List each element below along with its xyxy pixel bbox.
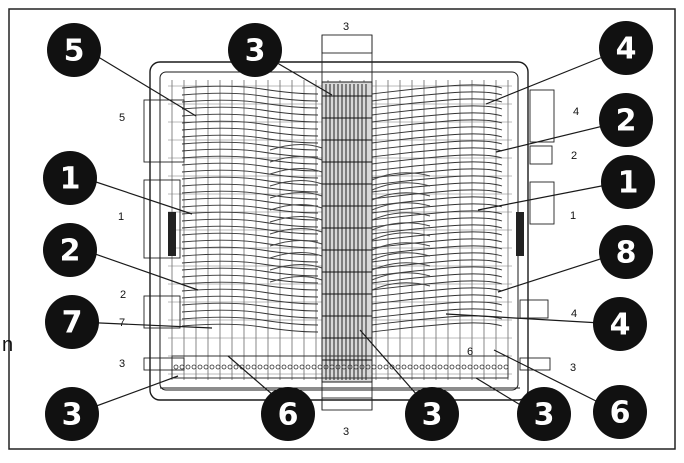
small-label-1: 3	[343, 21, 349, 33]
small-label-8: 7	[119, 317, 125, 329]
left-side-slot	[168, 212, 176, 256]
callout-11: 3	[45, 387, 99, 441]
svg-text:1: 1	[60, 162, 81, 197]
small-labels: 3 5 4 2 1 1 2 7 4 3 3 6 3	[118, 21, 579, 438]
group-brackets	[143, 34, 555, 411]
callout-10: 4	[593, 297, 647, 351]
callout-14: 3	[517, 387, 571, 441]
callout-9: 7	[45, 295, 99, 349]
small-label-3: 4	[573, 106, 579, 118]
leader-line-10	[445, 313, 619, 325]
cutlery-fan-right	[371, 172, 431, 291]
svg-text:1: 1	[618, 166, 639, 201]
svg-text:5: 5	[64, 34, 85, 69]
callout-3: 4	[599, 21, 653, 75]
cutlery-fan-left	[269, 144, 323, 283]
leader-line-3	[485, 49, 621, 105]
svg-text:3: 3	[534, 398, 555, 433]
rack-centre-column	[321, 81, 373, 383]
callout-1: 5	[47, 23, 101, 77]
small-label-12: 6	[467, 346, 473, 358]
rack-outer-frame	[149, 61, 529, 401]
leader-line-7	[77, 247, 199, 291]
leader-line-9	[77, 321, 213, 329]
small-label-9: 4	[571, 308, 577, 320]
image-border	[8, 8, 676, 450]
svg-text:2: 2	[616, 104, 637, 139]
callout-13: 3	[405, 387, 459, 441]
cutlery-rack-drawing	[143, 34, 555, 411]
callout-8: 8	[599, 225, 653, 279]
callouts: 5 3 4 1 2 1 8 7 4 3 6 3 3 6 2	[43, 21, 655, 441]
small-label-5: 1	[118, 211, 124, 223]
svg-text:7: 7	[62, 306, 83, 341]
svg-text:3: 3	[245, 34, 266, 69]
leader-line-6	[477, 181, 623, 211]
svg-text:8: 8	[616, 236, 637, 271]
svg-text:6: 6	[278, 398, 299, 433]
callout-6: 1	[601, 155, 655, 209]
callout-5: 2	[43, 223, 97, 277]
small-label-11: 3	[570, 362, 576, 374]
svg-text:6: 6	[610, 396, 631, 431]
cutlery-tines-left	[181, 85, 319, 333]
small-label-2: 5	[119, 112, 125, 124]
leader-line-4	[77, 175, 193, 215]
right-side-slot	[516, 212, 524, 256]
svg-text:4: 4	[616, 32, 637, 67]
small-label-6: 1	[570, 210, 576, 222]
callout-2: 3	[228, 23, 282, 77]
small-label-7: 2	[120, 289, 126, 301]
leader-line-1	[89, 51, 197, 117]
svg-text:4: 4	[610, 308, 631, 343]
callout-15: 6	[593, 385, 647, 439]
callout-12: 6	[261, 387, 315, 441]
svg-text:2: 2	[60, 234, 81, 269]
svg-text:3: 3	[62, 398, 83, 433]
svg-text:3: 3	[422, 398, 443, 433]
rack-bottom-row	[171, 355, 509, 379]
stray-text: n	[2, 334, 14, 356]
rack-grid	[168, 80, 512, 380]
callout-16: 2	[599, 93, 653, 147]
small-label-13: 3	[343, 426, 349, 438]
small-label-10: 3	[119, 358, 125, 370]
cutlery-tines-right	[371, 84, 503, 333]
small-label-4: 2	[571, 150, 577, 162]
callout-4: 1	[43, 151, 97, 205]
